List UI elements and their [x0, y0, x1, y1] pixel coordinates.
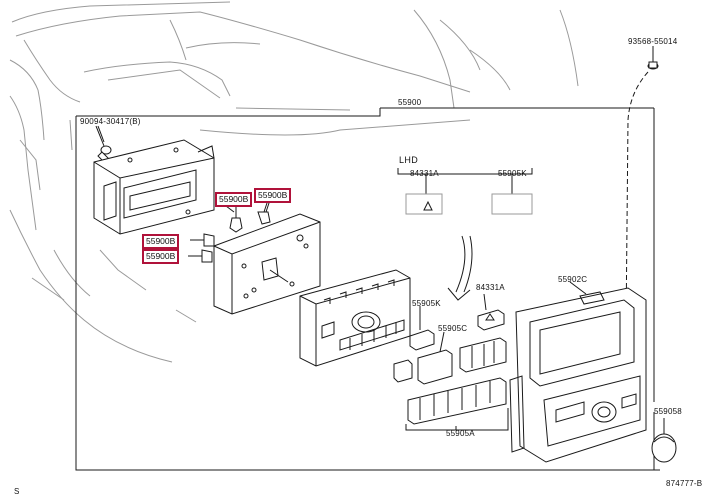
lhd-switches: [397, 168, 533, 215]
label-lhd: LHD: [399, 155, 419, 165]
buttons-group: [393, 309, 507, 385]
bracket-part: [93, 139, 215, 235]
label-knob: 559058: [654, 407, 682, 416]
circuit-board: [213, 213, 321, 315]
label-button-mid: 55905K: [412, 299, 441, 308]
bulb-parts: [188, 199, 271, 263]
label-screw: 90094-30417(B): [80, 117, 141, 126]
label-bolt: 93568-55014: [628, 37, 678, 46]
control-panel-body: [299, 269, 411, 367]
tag-bulb-1[interactable]: 55900B: [215, 192, 253, 207]
label-lhd-switch-left: 84331A: [410, 169, 439, 178]
direction-arrow: [447, 235, 473, 301]
corner-mark: S: [14, 487, 20, 496]
tag-bulb-3[interactable]: 55900B: [142, 234, 180, 249]
diagram-number: 874777-B: [666, 479, 703, 488]
tag-bulb-4[interactable]: 55900B: [142, 249, 180, 264]
label-lhd-switch-right: 55905K: [498, 169, 527, 178]
label-button-group: 55905C: [438, 324, 468, 333]
label-button-strip: 55905A: [446, 429, 475, 438]
label-bezel: 55902C: [558, 275, 588, 284]
knob-part: [651, 433, 677, 463]
bolt-part: [619, 46, 659, 361]
label-switch-mid: 84331A: [476, 283, 505, 292]
bezel-part: [509, 287, 647, 463]
tag-bulb-2[interactable]: 55900B: [254, 188, 292, 203]
assembly-frame: [75, 107, 660, 471]
button-strip: [405, 377, 509, 431]
dashboard-outline: [9, 1, 579, 363]
label-assembly: 55900: [398, 98, 422, 107]
